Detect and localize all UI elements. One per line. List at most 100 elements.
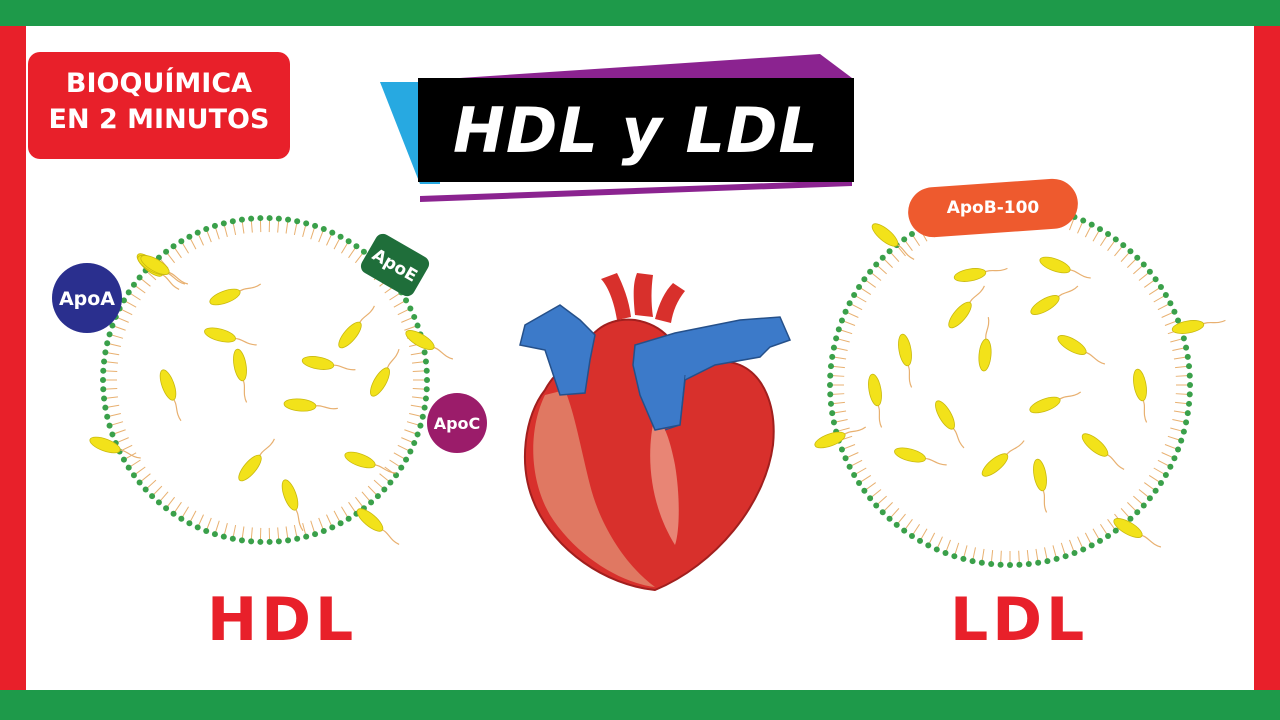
ldl-label: LDL [950, 585, 1089, 655]
phospholipid-tail [835, 347, 848, 351]
phospholipid-tail [206, 230, 212, 243]
hdl-particle: ApoA ApoE ApoC [52, 215, 487, 545]
phospholipid-head [229, 535, 236, 542]
phospholipid-tail [114, 325, 126, 331]
phospholipid-tail [373, 479, 384, 489]
phospholipid-tail [897, 513, 906, 524]
phospholipid-head [830, 344, 837, 351]
phospholipid-head [960, 555, 967, 562]
phospholipid-head [886, 515, 893, 522]
phospholipid-tail [166, 252, 176, 264]
phospholipid-head [170, 510, 177, 517]
phospholipid-tail [411, 361, 425, 364]
heart-illustration [519, 273, 792, 592]
phospholipid-tail [250, 527, 253, 540]
phospholipid-tail [404, 429, 416, 435]
title-banner: HDL y LDL [380, 54, 870, 204]
phospholipid-tail [109, 413, 121, 417]
phospholipid-head [421, 404, 428, 411]
phospholipid-head [1112, 236, 1119, 243]
phospholipid-tail [832, 393, 845, 395]
phospholipid-head [933, 546, 940, 553]
phospholipid-tail [348, 501, 356, 513]
phospholipid-head [194, 229, 201, 236]
phospholipid-tail [1161, 452, 1173, 458]
phospholipid-head [830, 419, 837, 426]
phospholipid-head [266, 215, 273, 222]
phospholipid-tail [945, 539, 951, 552]
phospholipid-head [419, 413, 426, 420]
phospholipid-head [1097, 226, 1103, 233]
cholesterol-molecule [1057, 335, 1106, 365]
phospholipid-head [102, 349, 109, 356]
cholesterol-molecule [281, 479, 304, 532]
phospholipid-tail [832, 401, 845, 405]
phospholipid-head [917, 537, 923, 544]
phospholipid-head [312, 222, 319, 229]
phospholipid-tail [871, 489, 882, 498]
phospholipid-tail [855, 295, 867, 303]
phospholipid-tail [121, 444, 133, 452]
phospholipid-tail [153, 485, 163, 496]
phospholipid-head [186, 520, 193, 527]
phospholipid-head [275, 215, 282, 222]
phospholipid-head [1167, 463, 1174, 470]
page-title: HDL y LDL [453, 93, 819, 167]
phospholipid-tail [1173, 410, 1186, 414]
phospholipid-tail [166, 496, 176, 508]
apob-protein: ApoB-100 [908, 178, 1078, 238]
phospholipid-head [1162, 472, 1169, 478]
phospholipid-head [424, 377, 430, 383]
ldl-particle: ApoB-100 [814, 178, 1226, 568]
phospholipid-tail [412, 387, 425, 390]
phospholipid-head [211, 531, 218, 538]
phospholipid-tail [1144, 482, 1155, 491]
phospholipid-head [925, 542, 932, 549]
phospholipid-tail [963, 545, 968, 558]
phospholipid-tail [189, 238, 197, 250]
phospholipid-head [1187, 382, 1193, 388]
phospholipid-head [414, 431, 421, 438]
cholesterol-molecule [356, 508, 400, 545]
phospholipid-tail [250, 220, 253, 233]
phospholipid-head [908, 532, 915, 539]
phospholipid-tail [111, 334, 124, 339]
phospholipid-head [381, 486, 388, 493]
phospholipid-head [1180, 428, 1187, 435]
phospholipid-tail [1175, 365, 1188, 369]
phospholipid-tail [1114, 246, 1123, 257]
phospholipid-tail [105, 370, 118, 373]
phospholipid-tail [912, 523, 921, 535]
phospholipid-tail [198, 514, 204, 526]
left-red-border [0, 26, 26, 690]
phospholipid-tail [401, 317, 413, 323]
phospholipid-head [969, 558, 976, 565]
phospholipid-head [1044, 558, 1051, 565]
phospholipid-head [1184, 353, 1191, 360]
phospholipid-head [842, 455, 849, 462]
phospholipid-head [374, 493, 381, 500]
phospholipid-tail [1099, 523, 1108, 535]
phospholipid-head [1105, 532, 1112, 539]
phospholipid-head [142, 486, 149, 493]
phospholipid-tail [834, 356, 847, 360]
phospholipid-tail [333, 238, 341, 250]
phospholipid-tail [1120, 252, 1130, 262]
phospholipid-tail [107, 352, 120, 356]
phospholipid-tail [1148, 287, 1160, 296]
cholesterol-molecule [871, 223, 915, 260]
cholesterol-molecule [1171, 319, 1226, 334]
phospholipid-head [125, 289, 132, 296]
phospholipid-head [851, 292, 858, 298]
phospholipid-tail [981, 548, 985, 561]
phospholipid-tail [117, 317, 129, 323]
phospholipid-head [285, 537, 292, 544]
phospholipid-head [1127, 248, 1134, 255]
phospholipid-tail [105, 396, 119, 399]
phospholipid-tail [928, 532, 936, 544]
phospholipid-tail [135, 285, 146, 294]
phospholipid-tail [1052, 545, 1057, 558]
phospholipid-tail [1138, 489, 1149, 498]
phospholipid-head [1140, 261, 1147, 268]
phospholipid-tail [412, 370, 425, 373]
